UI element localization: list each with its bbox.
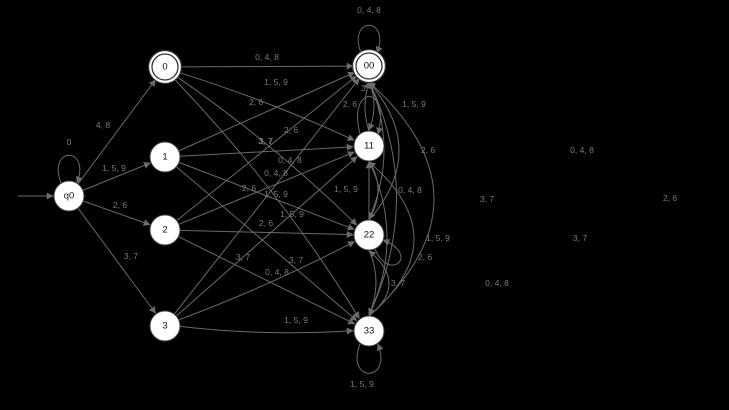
state-label: 00 (364, 61, 375, 72)
transition-label: 0, 4, 8 (398, 185, 422, 195)
transition-edge (178, 71, 355, 141)
transition-label: 2, 6 (343, 99, 357, 109)
transition-label: 0, 4, 8 (485, 278, 509, 288)
transition-edge (356, 343, 384, 374)
state-circle (149, 310, 181, 342)
state-node-3: 3 (149, 310, 181, 342)
transition-label: 3, 7 (259, 136, 273, 146)
transition-label: 0, 4, 8 (264, 168, 288, 178)
transition-edge (178, 241, 356, 321)
transition-label: 4, 8 (96, 120, 110, 130)
transition-edge (175, 156, 358, 317)
transition-edge (77, 79, 156, 185)
transition-edge (179, 325, 354, 335)
transition-edge (179, 62, 354, 70)
transition-edge (368, 160, 388, 316)
transition-edge (178, 236, 356, 325)
transition-edge (178, 71, 356, 152)
state-label: q0 (64, 191, 75, 202)
transition-label: 3, 7 (258, 136, 272, 146)
transition-edge (179, 229, 354, 238)
state-label: 33 (364, 326, 375, 337)
transition-edge (368, 249, 377, 316)
state-node-q0: q0 (53, 180, 85, 212)
transition-edge (179, 143, 354, 157)
transition-label: 1, 5, 9 (350, 379, 374, 389)
state-node-11: 11 (353, 130, 385, 162)
state-circle (149, 141, 181, 173)
transition-edge (368, 161, 415, 317)
transition-label: 1, 5, 9 (402, 99, 426, 109)
transition-edge (82, 200, 151, 226)
transition-label: 3, 7 (124, 251, 138, 261)
transition-edge (368, 81, 435, 317)
transition-label: 1, 5, 9 (284, 315, 308, 325)
state-label: 2 (162, 225, 167, 236)
transition-label: 1, 5, 9 (102, 163, 126, 173)
transition-label: 3, 7 (480, 194, 494, 204)
state-label: 11 (364, 141, 374, 152)
transition-edge (178, 151, 355, 225)
transition-edge (173, 78, 360, 319)
state-label: 3 (162, 321, 167, 332)
state-node-00: 00 (351, 48, 387, 84)
transition-label: 2, 6 (249, 97, 263, 107)
transition-edge (374, 239, 402, 266)
transition-label: 0, 4, 8 (265, 267, 289, 277)
transition-label: 2, 6 (418, 252, 432, 262)
transition-label: 3, 7 (236, 252, 250, 262)
transition-label: 3, 7 (573, 233, 587, 243)
transition-edge (368, 250, 390, 317)
state-node-2: 2 (149, 214, 181, 246)
transition-label: 0, 4, 8 (255, 52, 279, 62)
transition-label: 0, 4, 8 (357, 5, 381, 15)
state-circle (353, 219, 385, 251)
accept-inner-ring (355, 52, 383, 80)
transition-label: 3, 7 (391, 278, 405, 288)
transition-edge (176, 166, 358, 322)
transition-edge (357, 96, 383, 135)
transition-label: 1, 5, 9 (264, 77, 288, 87)
transition-label: 3, 7 (289, 255, 303, 265)
state-node-1: 1 (149, 141, 181, 173)
state-label: 0 (162, 62, 167, 73)
transition-edge (368, 80, 397, 316)
transition-edge (173, 78, 360, 315)
state-circle (353, 315, 385, 347)
transition-edge (57, 154, 83, 184)
transition-label: 2, 6 (113, 200, 127, 210)
transition-label: 1, 5, 9 (280, 209, 304, 219)
transition-edge (82, 162, 151, 191)
accept-inner-ring (151, 53, 179, 81)
state-circle (53, 180, 85, 212)
transition-label: 1, 5, 9 (334, 184, 358, 194)
transition-label: 0 (67, 137, 72, 147)
transition-label: 2, 6 (242, 183, 256, 193)
transition-label: 2, 6 (259, 218, 273, 228)
transition-edge (176, 76, 358, 226)
state-label: 1 (162, 152, 167, 163)
transition-label: 1, 5, 9 (264, 189, 288, 199)
state-circle (149, 214, 181, 246)
transition-edge (77, 207, 156, 314)
transition-label: 1, 5, 9 (426, 233, 450, 243)
transition-edge (176, 75, 358, 221)
state-node-33: 33 (353, 315, 385, 347)
state-label: 22 (364, 230, 375, 241)
transition-label: 3, 7 (361, 83, 375, 93)
transition-label: 0, 4, 8 (278, 155, 302, 165)
transition-edge (357, 24, 383, 54)
transition-label: 2, 6 (284, 125, 298, 135)
state-node-0: 0 (147, 49, 183, 85)
state-circle (353, 130, 385, 162)
transition-edge (368, 81, 400, 221)
transition-label: 2, 6 (421, 145, 435, 155)
transition-edge (363, 81, 371, 132)
state-node-22: 22 (353, 219, 385, 251)
transition-label: 2, 6 (663, 193, 677, 203)
transition-label: 0, 4, 8 (570, 145, 594, 155)
